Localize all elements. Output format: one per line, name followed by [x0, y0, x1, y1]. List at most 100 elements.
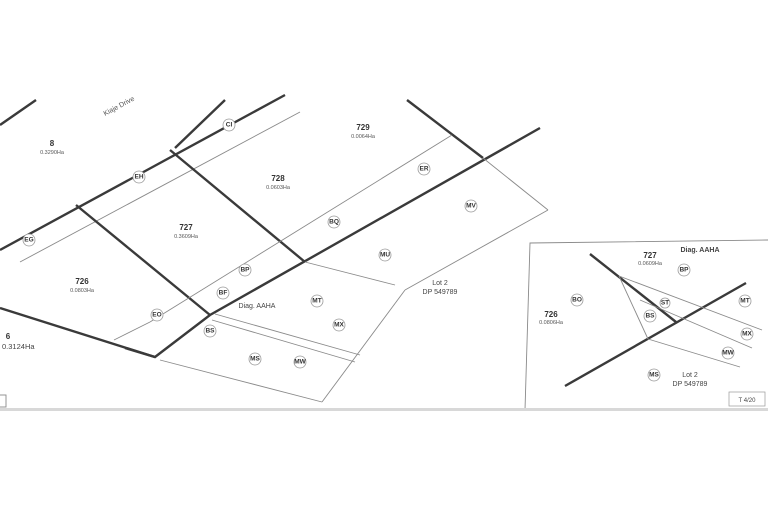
lot-line	[482, 157, 549, 211]
survey-mark: MW	[293, 355, 307, 369]
diag-label: Diag. AAHA	[239, 303, 276, 310]
svg-text:ST: ST	[661, 300, 669, 307]
lot-area: 0.0609Ha	[638, 261, 663, 267]
lot-number: 728	[271, 174, 285, 183]
boundary-line	[124, 126, 541, 359]
scale-box	[728, 391, 766, 407]
survey-mark: BP	[238, 263, 252, 277]
svg-text:MW: MW	[722, 350, 734, 357]
lot-line	[321, 289, 406, 403]
boundary-line	[0, 99, 37, 126]
lot-line	[159, 359, 323, 403]
easement-line	[214, 313, 361, 356]
svg-text:BQ: BQ	[329, 219, 339, 226]
lot2-dp: DP 549789	[423, 289, 458, 296]
svg-text:MT: MT	[740, 298, 749, 305]
svg-text:BS: BS	[645, 313, 655, 320]
lot-line	[304, 261, 396, 286]
survey-mark: ST	[659, 297, 671, 309]
inset-border	[524, 239, 768, 411]
survey-mark: MS	[647, 368, 661, 382]
svg-text:MT: MT	[312, 298, 321, 305]
lot-line	[618, 275, 649, 340]
survey-mark: BO	[570, 293, 584, 307]
svg-text:MW: MW	[294, 359, 306, 366]
lot-area: 0.0064Ha	[351, 134, 376, 140]
survey-mark: BS	[643, 309, 657, 323]
lot-area: 0.3290Ha	[40, 150, 65, 156]
road-name: Kiaje Drive	[103, 96, 136, 118]
lot-number: 727	[643, 251, 657, 260]
lot-line	[149, 134, 453, 323]
survey-mark: EG	[22, 233, 36, 247]
road-offset-line	[19, 111, 301, 263]
svg-text:MX: MX	[742, 331, 752, 338]
lot-number: 6	[6, 332, 11, 341]
boundary-line	[75, 204, 211, 316]
lot-area: 0.3124Ha	[2, 342, 35, 351]
survey-mark: MX	[332, 318, 346, 332]
lot-area: 0.3609Ha	[174, 234, 199, 240]
easement-line	[647, 338, 741, 368]
lot-number: 726	[75, 277, 89, 286]
survey-mark: BS	[203, 324, 217, 338]
survey-marks: CI EH EG ER BQ MU MV BP BF EO BS MT MX M…	[22, 118, 478, 369]
inset-diagram: Diag. AAHA 727 0.0609Ha 726 0.0806Ha Lot…	[524, 239, 768, 411]
survey-mark: ER	[417, 162, 431, 176]
boundary-line	[174, 99, 226, 149]
edge-box	[0, 394, 7, 408]
lot-number: 726	[544, 310, 558, 319]
survey-mark: MS	[248, 352, 262, 366]
survey-mark: MV	[464, 199, 478, 213]
survey-mark: EO	[150, 308, 164, 322]
survey-mark: EH	[132, 170, 146, 184]
survey-mark: MT	[738, 294, 752, 308]
boundary-line	[406, 99, 484, 159]
svg-text:MV: MV	[466, 203, 476, 210]
svg-text:MX: MX	[334, 322, 344, 329]
lot2-label: Lot 2	[682, 372, 698, 379]
lot-area: 0.0603Ha	[266, 185, 291, 191]
lot-number: 727	[179, 223, 193, 232]
lot-area: 0.0803Ha	[70, 288, 95, 294]
svg-text:BS: BS	[205, 328, 215, 335]
svg-text:MS: MS	[250, 356, 260, 363]
survey-mark: MU	[378, 248, 392, 262]
svg-text:EH: EH	[134, 174, 143, 181]
boundary-line	[564, 281, 747, 388]
survey-mark: MW	[721, 346, 735, 360]
survey-mark: MT	[310, 294, 324, 308]
lot2-dp: DP 549789	[673, 381, 708, 388]
svg-text:BO: BO	[572, 297, 582, 304]
survey-mark: CI	[222, 118, 236, 132]
lot-line	[113, 321, 151, 341]
svg-text:BP: BP	[679, 267, 689, 274]
survey-mark: MX	[740, 327, 754, 341]
svg-text:BP: BP	[240, 267, 250, 274]
svg-text:BF: BF	[219, 290, 228, 297]
boundary-line	[169, 149, 306, 263]
lot-labels: Kiaje Drive 8 0.3290Ha 729 0.0064Ha 728 …	[2, 96, 458, 351]
bottom-edge	[0, 408, 768, 411]
survey-mark: BP	[677, 263, 691, 277]
svg-text:MU: MU	[380, 252, 390, 259]
lot-number: 8	[50, 139, 55, 148]
easement-line	[639, 299, 753, 349]
lot2-label: Lot 2	[432, 280, 448, 287]
scale-box-text: T 4/20	[739, 398, 757, 404]
boundary-lines	[0, 93, 549, 408]
svg-text:ER: ER	[419, 166, 428, 173]
boundary-line	[589, 253, 677, 323]
lot-line	[404, 209, 549, 291]
lot-area: 0.0806Ha	[539, 320, 564, 326]
inset-title: Diag. AAHA	[680, 247, 719, 254]
lot-line	[618, 275, 763, 331]
svg-text:CI: CI	[226, 122, 233, 129]
survey-mark: BQ	[327, 215, 341, 229]
lot-number: 729	[356, 123, 370, 132]
svg-text:EG: EG	[24, 237, 33, 244]
survey-mark: BF	[216, 286, 230, 300]
easement-line	[211, 319, 356, 363]
